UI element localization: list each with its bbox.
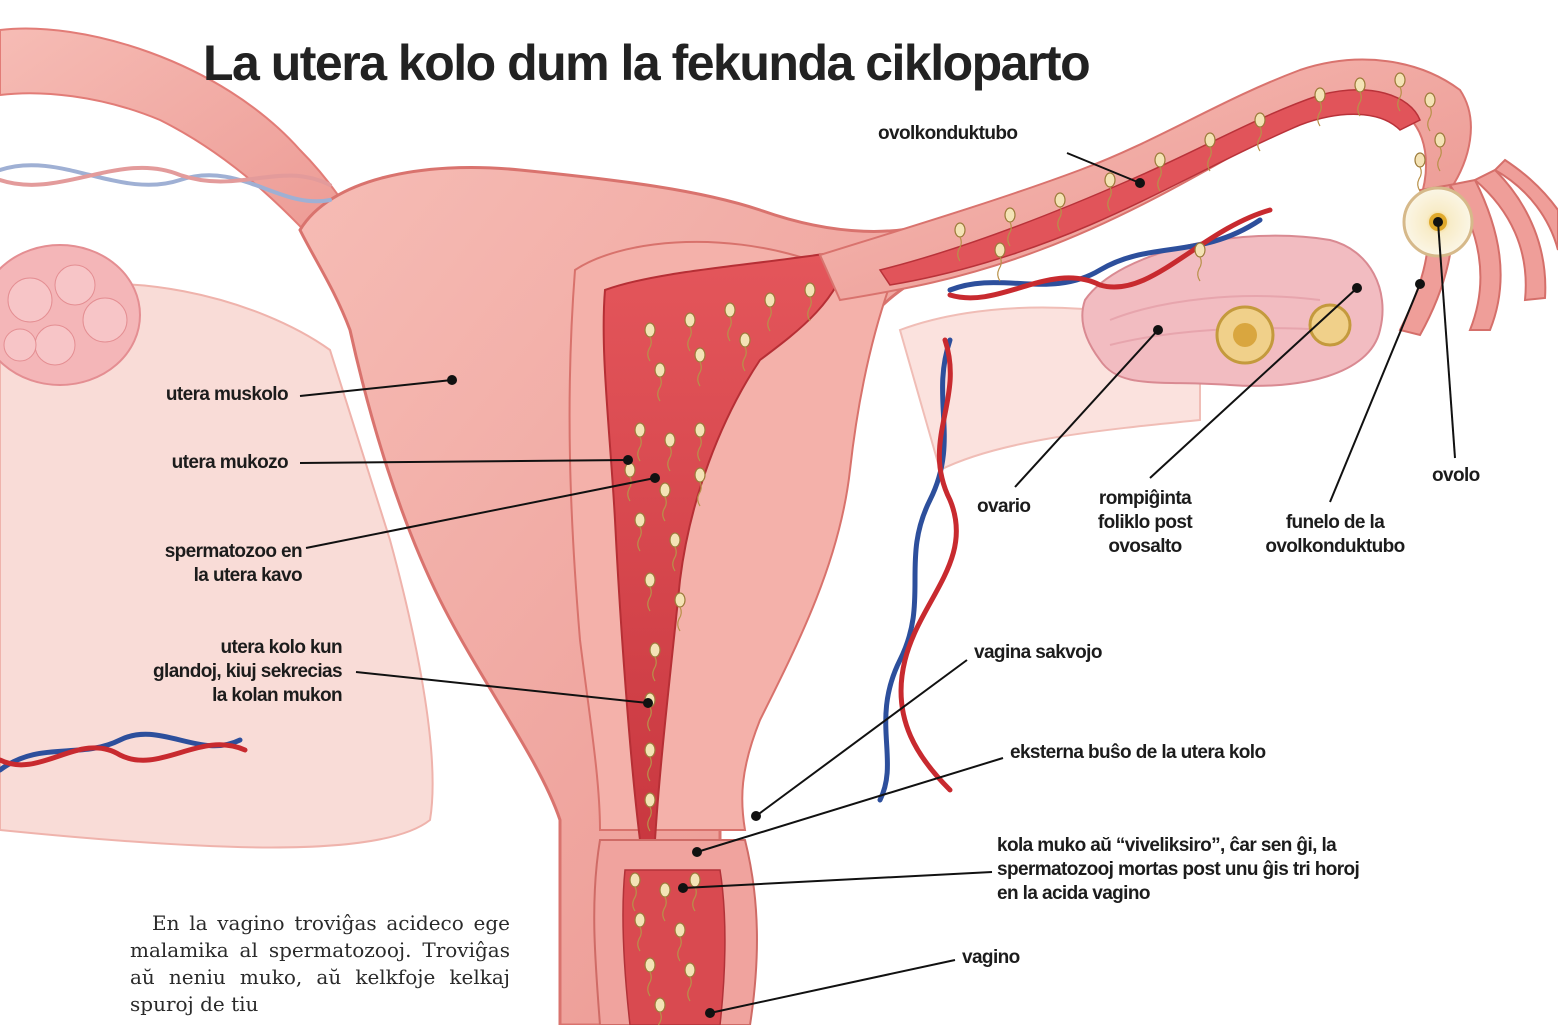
label-line: foliklo post: [1080, 511, 1210, 535]
leader-dot: [447, 375, 457, 385]
leader-dot: [650, 473, 660, 483]
leader-dot: [692, 847, 702, 857]
label-line: ovosalto: [1080, 535, 1210, 559]
label-line: ovolkonduktubo: [1250, 535, 1420, 559]
label-utera-mukozo: utera mukozo: [130, 451, 288, 475]
body-paragraph: En la vagino troviĝas acideco ege malami…: [130, 910, 510, 1018]
label-kola-muko: kola muko aŭ “viveliksiro”, ĉar sen ĝi, …: [997, 834, 1359, 906]
label-ovario: ovario: [977, 495, 1030, 519]
label-funelo: funelo de la ovolkonduktubo: [1250, 511, 1420, 559]
leader-dot: [1415, 279, 1425, 289]
leader-dot: [705, 1008, 715, 1018]
label-line: la utera kavo: [120, 564, 302, 588]
label-ovolkonduktubo: ovolkonduktubo: [878, 122, 1017, 146]
label-line: spermatozoo en: [120, 540, 302, 564]
leader-dot: [643, 698, 653, 708]
leader-dot: [1433, 217, 1443, 227]
label-line: spermatozooj mortas post unu ĝis tri hor…: [997, 858, 1359, 882]
leader-dot: [623, 455, 633, 465]
label-vagino: vagino: [962, 946, 1020, 970]
label-rompiginta-foliklo: rompiĝinta foliklo post ovosalto: [1080, 487, 1210, 559]
label-utera-muskolo: utera muskolo: [130, 383, 288, 407]
leader-dot: [1352, 283, 1362, 293]
label-eksterna-buso: eksterna buŝo de la utera kolo: [1010, 741, 1265, 765]
label-line: kola muko aŭ “viveliksiro”, ĉar sen ĝi, …: [997, 834, 1359, 858]
leader-vagina-sakvojo: [756, 660, 967, 816]
label-line: funelo de la: [1250, 511, 1420, 535]
leader-dot: [1135, 178, 1145, 188]
label-line: utera kolo kun: [110, 636, 342, 660]
label-utera-kolo-glandoj: utera kolo kun glandoj, kiuj sekrecias l…: [110, 636, 342, 708]
page-title: La utera kolo dum la fekunda cikloparto: [203, 34, 1089, 92]
label-line: la kolan mukon: [110, 684, 342, 708]
leader-dot: [751, 811, 761, 821]
label-vagina-sakvojo: vagina sakvojo: [974, 641, 1102, 665]
label-line: glandoj, kiuj sekrecias: [110, 660, 342, 684]
label-line: en la acida vagino: [997, 882, 1359, 906]
label-spermatozoo: spermatozoo en la utera kavo: [120, 540, 302, 588]
label-ovolo: ovolo: [1432, 464, 1480, 488]
leader-dot: [678, 883, 688, 893]
leader-dot: [1153, 325, 1163, 335]
label-line: rompiĝinta: [1080, 487, 1210, 511]
